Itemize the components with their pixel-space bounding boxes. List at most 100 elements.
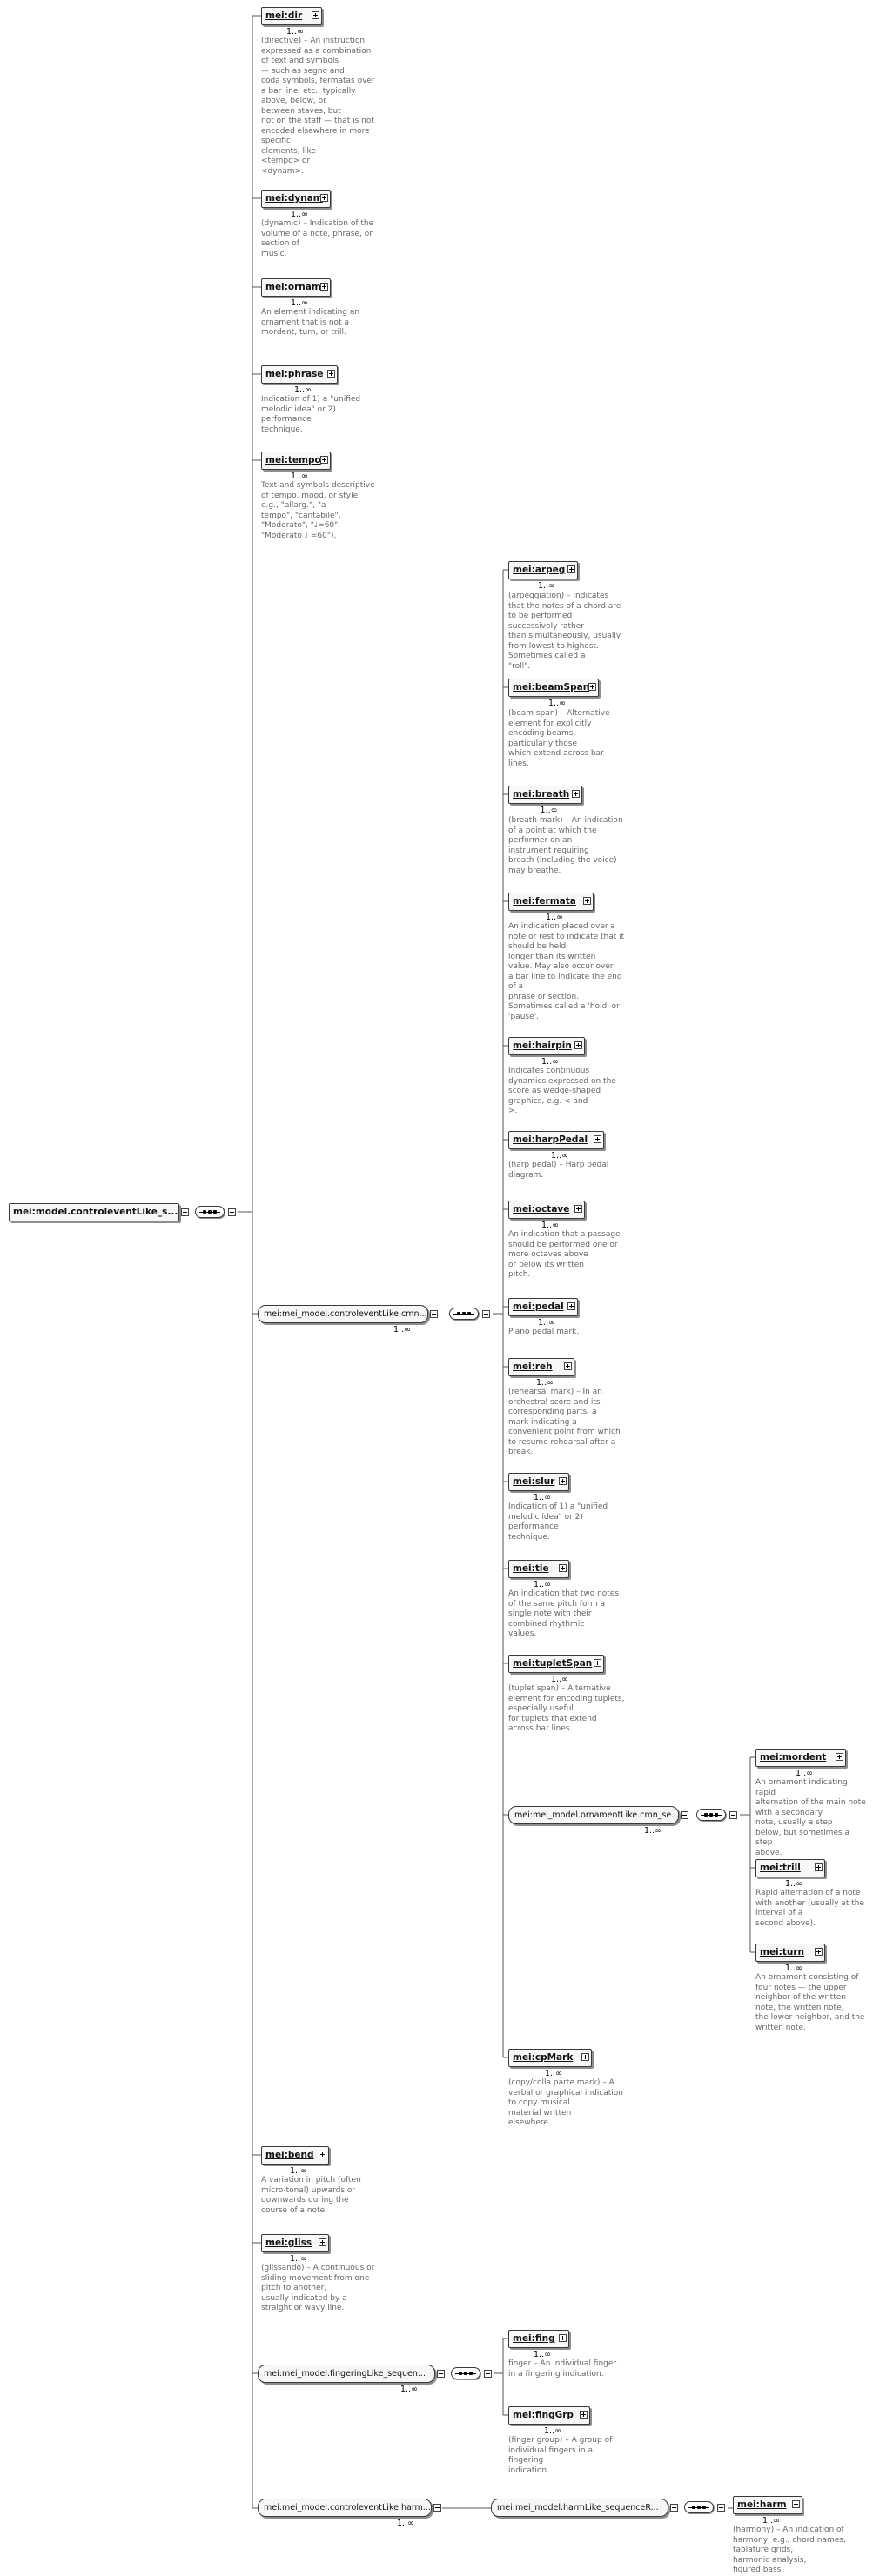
expand-icon[interactable] xyxy=(574,1041,582,1049)
root-model-group[interactable]: mei:model.controleventLike_s... xyxy=(9,1203,179,1221)
collapse-toggle-icon[interactable] xyxy=(437,2370,445,2378)
element-label: mei:fingGrp xyxy=(513,2410,574,2420)
element-fingGrp[interactable]: mei:fingGrp xyxy=(508,2406,590,2425)
expand-icon[interactable] xyxy=(320,283,328,291)
element-label: mei:breath xyxy=(513,789,570,800)
expand-icon[interactable] xyxy=(583,897,591,905)
element-harpPedal[interactable]: mei:harpPedal xyxy=(508,1131,604,1149)
expand-icon[interactable] xyxy=(312,11,319,19)
expand-icon[interactable] xyxy=(574,1205,582,1213)
collapse-toggle-icon[interactable] xyxy=(681,1811,688,1819)
sequence-compositor xyxy=(195,1206,225,1218)
element-trill[interactable]: mei:trill xyxy=(755,1859,825,1877)
group-harmseq[interactable]: mei:mei_model.harmLike_sequenceR... xyxy=(491,2499,668,2517)
cardinality: 1..∞ xyxy=(762,2516,780,2526)
cardinality: 1..∞ xyxy=(545,2069,562,2078)
documentation-text: (copy/colla parte mark) – A verbal or gr… xyxy=(508,2078,624,2127)
expand-icon[interactable] xyxy=(567,1302,575,1310)
element-ornam[interactable]: mei:ornam xyxy=(261,278,331,297)
documentation-text: A variation in pitch (often micro-tonal)… xyxy=(261,2176,361,2215)
collapse-toggle-icon[interactable] xyxy=(482,1310,490,1318)
cardinality: 1..∞ xyxy=(544,2426,561,2436)
element-reh[interactable]: mei:reh xyxy=(508,1358,574,1376)
expand-icon[interactable] xyxy=(564,1362,572,1370)
expand-icon[interactable] xyxy=(581,2053,589,2061)
element-beamSpan[interactable]: mei:beamSpan xyxy=(508,679,599,697)
collapse-toggle-icon[interactable] xyxy=(729,1811,737,1819)
element-fermata[interactable]: mei:fermata xyxy=(508,893,594,911)
element-phrase[interactable]: mei:phrase xyxy=(261,365,338,384)
expand-icon[interactable] xyxy=(319,2238,326,2246)
element-octave[interactable]: mei:octave xyxy=(508,1201,585,1219)
element-slur[interactable]: mei:slur xyxy=(508,1473,569,1491)
element-label: mei:hairpin xyxy=(513,1040,572,1051)
element-turn[interactable]: mei:turn xyxy=(755,1944,825,1962)
element-tie[interactable]: mei:tie xyxy=(508,1560,569,1578)
documentation-text: Indicates continuous dynamics expressed … xyxy=(508,1067,616,1115)
group-label: mei:mei_model.controleventLike.cmn... xyxy=(264,1309,427,1319)
group-label: mei:mei_model.harmLike_sequenceR... xyxy=(497,2503,659,2512)
element-arpeg[interactable]: mei:arpeg xyxy=(508,561,578,579)
cardinality: 1..∞ xyxy=(290,2254,307,2264)
element-harm[interactable]: mei:harm xyxy=(733,2496,802,2514)
group-cmn[interactable]: mei:mei_model.controleventLike.cmn... xyxy=(258,1305,428,1323)
element-tempo[interactable]: mei:tempo xyxy=(261,452,331,470)
element-dir[interactable]: mei:dir xyxy=(261,7,322,25)
expand-icon[interactable] xyxy=(559,1477,567,1485)
element-pedal[interactable]: mei:pedal xyxy=(508,1298,578,1316)
collapse-toggle-icon[interactable] xyxy=(430,1310,438,1318)
cardinality: 1..∞ xyxy=(291,210,308,219)
expand-icon[interactable] xyxy=(320,456,328,464)
expand-icon[interactable] xyxy=(572,790,580,798)
expand-icon[interactable] xyxy=(559,1564,567,1572)
group-harmgrp[interactable]: mei:mei_model.controleventLike.harm... xyxy=(258,2499,432,2517)
element-cpMark[interactable]: mei:cpMark xyxy=(508,2049,592,2067)
group-fingering[interactable]: mei:mei_model.fingeringLike_sequen... xyxy=(258,2365,435,2383)
element-tupletSpan[interactable]: mei:tupletSpan xyxy=(508,1655,604,1673)
collapse-toggle-icon[interactable] xyxy=(181,1208,189,1216)
collapse-toggle-icon[interactable] xyxy=(484,2370,492,2378)
expand-icon[interactable] xyxy=(594,1659,601,1667)
documentation-text: Rapid alternation of a note with another… xyxy=(755,1889,864,1928)
element-label: mei:arpeg xyxy=(513,565,566,575)
element-label: mei:reh xyxy=(513,1362,553,1372)
element-gliss[interactable]: mei:gliss xyxy=(261,2234,329,2252)
element-label: mei:harm xyxy=(737,2499,787,2510)
expand-icon[interactable] xyxy=(594,1135,601,1143)
element-label: mei:fermata xyxy=(513,896,576,907)
expand-icon[interactable] xyxy=(320,194,328,202)
element-fing[interactable]: mei:fing xyxy=(508,2330,569,2348)
documentation-text: (breath mark) – An indication of a point… xyxy=(508,816,623,875)
element-breath[interactable]: mei:breath xyxy=(508,786,582,804)
documentation-text: (beam span) – Alternative element for ex… xyxy=(508,709,610,768)
element-mordent[interactable]: mei:mordent xyxy=(755,1749,846,1767)
element-dynam[interactable]: mei:dynam xyxy=(261,190,331,208)
collapse-toggle-icon[interactable] xyxy=(433,2504,441,2512)
expand-icon[interactable] xyxy=(792,2500,800,2508)
group-label: mei:mei_model.ornamentLike.cmn_se... xyxy=(514,1810,680,1820)
expand-icon[interactable] xyxy=(567,565,575,573)
expand-icon[interactable] xyxy=(815,1948,823,1956)
expand-icon[interactable] xyxy=(580,2411,588,2419)
cardinality: 1..∞ xyxy=(785,1879,802,1889)
cardinality: 1..∞ xyxy=(290,2166,307,2176)
expand-icon[interactable] xyxy=(836,1753,843,1761)
documentation-text: (tuplet span) – Alternative element for … xyxy=(508,1684,625,1733)
sequence-compositor xyxy=(451,2367,480,2379)
expand-icon[interactable] xyxy=(319,2151,326,2158)
expand-icon[interactable] xyxy=(327,370,335,378)
expand-icon[interactable] xyxy=(588,683,596,691)
cardinality: 1..∞ xyxy=(393,1325,411,1335)
expand-icon[interactable] xyxy=(559,2334,567,2342)
documentation-text: (rehearsal mark) – In an orchestral scor… xyxy=(508,1388,621,1456)
collapse-toggle-icon[interactable] xyxy=(670,2504,678,2512)
element-bend[interactable]: mei:bend xyxy=(261,2146,329,2165)
element-label: mei:beamSpan xyxy=(513,682,590,693)
expand-icon[interactable] xyxy=(815,1863,823,1871)
collapse-toggle-icon[interactable] xyxy=(717,2504,725,2512)
collapse-toggle-icon[interactable] xyxy=(228,1208,236,1216)
element-label: mei:trill xyxy=(760,1863,801,1873)
element-label: mei:ornam xyxy=(265,282,321,292)
element-hairpin[interactable]: mei:hairpin xyxy=(508,1037,585,1055)
group-ornament[interactable]: mei:mei_model.ornamentLike.cmn_se... xyxy=(508,1806,679,1824)
